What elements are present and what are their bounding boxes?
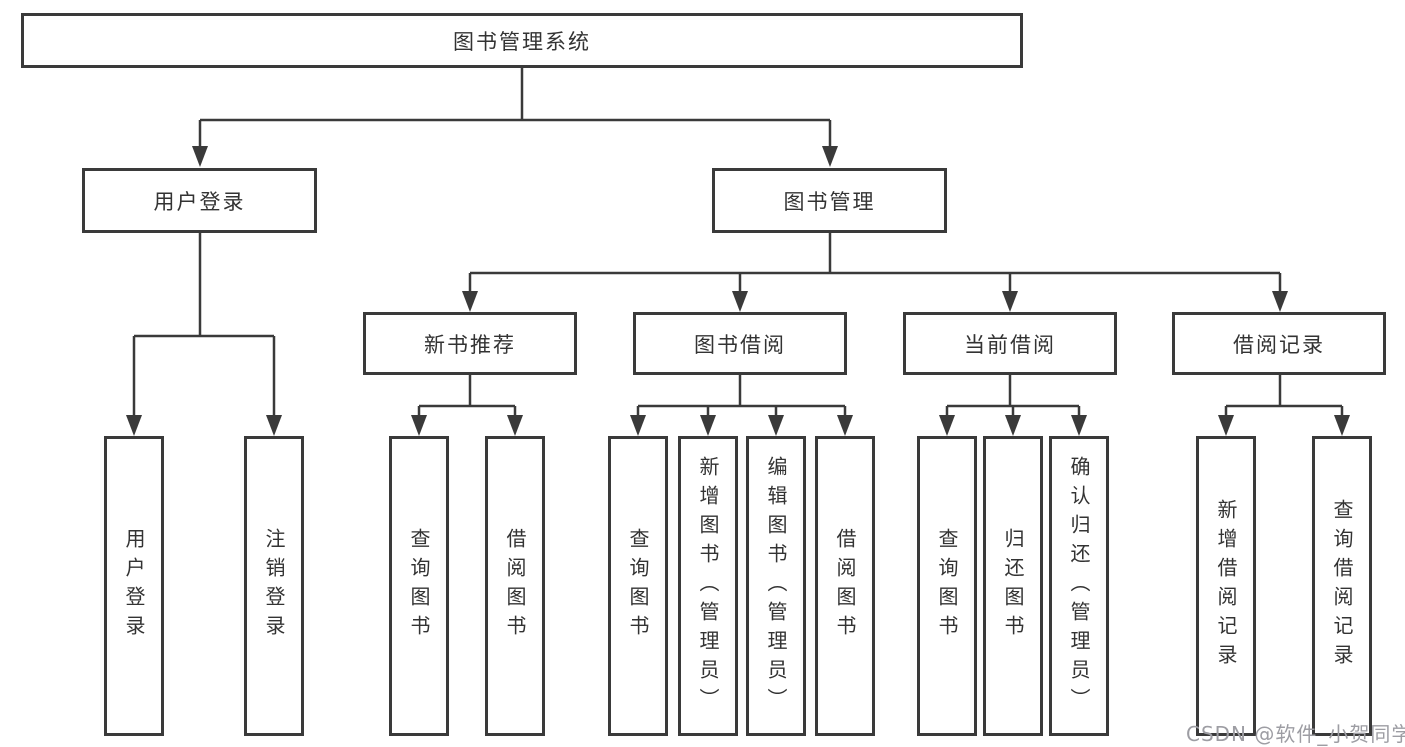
leaf-label: 注销登录 bbox=[262, 528, 286, 644]
node-user-login: 用户登录 bbox=[82, 168, 317, 233]
csdn-watermark: CSDN @软件_小贺同学 bbox=[1186, 722, 1405, 746]
connector-book-borrowing-to-leaves bbox=[630, 375, 853, 436]
leaf-edit-books-admin: 编辑图书（管理员） bbox=[746, 436, 806, 736]
leaf-label: 用户登录 bbox=[122, 528, 146, 644]
leaf-query-books: 查询图书 bbox=[608, 436, 668, 736]
node-borrowing-records: 借阅记录 bbox=[1172, 312, 1386, 375]
connector-new-book-to-leaves bbox=[411, 375, 523, 436]
connector-user-login-to-leaves bbox=[126, 233, 282, 436]
leaf-borrow-books: 借阅图书 bbox=[815, 436, 875, 736]
leaf-label: 归还图书 bbox=[1001, 528, 1025, 644]
arrowhead-icon bbox=[837, 415, 853, 436]
leaf-user-login: 用户登录 bbox=[104, 436, 164, 736]
arrowhead-icon bbox=[462, 291, 478, 312]
arrowhead-icon bbox=[1002, 291, 1018, 312]
arrowhead-icon bbox=[507, 415, 523, 436]
node-library-management-system: 图书管理系统 bbox=[21, 13, 1023, 68]
node-label: 图书借阅 bbox=[694, 332, 786, 357]
leaf-label: 借阅图书 bbox=[503, 528, 527, 644]
connector-root-to-level2 bbox=[192, 68, 838, 167]
leaf-add-books-admin: 新增图书（管理员） bbox=[678, 436, 738, 736]
arrowhead-icon bbox=[1005, 415, 1021, 436]
node-book-management: 图书管理 bbox=[712, 168, 947, 233]
leaf-label: 新增图书（管理员） bbox=[696, 455, 720, 717]
leaf-label: 借阅图书 bbox=[833, 528, 857, 644]
leaf-confirm-return-admin: 确认归还（管理员） bbox=[1049, 436, 1109, 736]
node-current-borrowing: 当前借阅 bbox=[903, 312, 1117, 375]
connector-borrow-records-to-leaves bbox=[1218, 375, 1350, 436]
arrowhead-icon bbox=[822, 146, 838, 167]
arrowhead-icon bbox=[1071, 415, 1087, 436]
connector-current-borrowing-to-leaves bbox=[939, 375, 1087, 436]
leaf-label: 编辑图书（管理员） bbox=[764, 455, 788, 717]
arrowhead-icon bbox=[939, 415, 955, 436]
node-label: 图书管理系统 bbox=[453, 29, 591, 54]
arrowhead-icon bbox=[126, 415, 142, 436]
arrowhead-icon bbox=[768, 415, 784, 436]
arrowhead-icon bbox=[1272, 291, 1288, 312]
leaf-label: 新增借阅记录 bbox=[1214, 499, 1238, 673]
leaf-add-borrow-record: 新增借阅记录 bbox=[1196, 436, 1256, 736]
arrowhead-icon bbox=[700, 415, 716, 436]
leaf-query-books: 查询图书 bbox=[917, 436, 977, 736]
node-label: 用户登录 bbox=[153, 189, 246, 214]
leaf-label: 查询图书 bbox=[935, 528, 959, 644]
leaf-query-books: 查询图书 bbox=[389, 436, 449, 736]
arrowhead-icon bbox=[411, 415, 427, 436]
arrowhead-icon bbox=[266, 415, 282, 436]
leaf-label: 查询借阅记录 bbox=[1330, 499, 1354, 673]
leaf-label: 查询图书 bbox=[407, 528, 431, 644]
arrowhead-icon bbox=[732, 291, 748, 312]
leaf-label: 确认归还（管理员） bbox=[1067, 455, 1091, 717]
node-new-book-recommendation: 新书推荐 bbox=[363, 312, 577, 375]
leaf-return-books: 归还图书 bbox=[983, 436, 1043, 736]
arrowhead-icon bbox=[630, 415, 646, 436]
node-label: 图书管理 bbox=[783, 189, 876, 214]
leaf-label: 查询图书 bbox=[626, 528, 650, 644]
leaf-borrow-books: 借阅图书 bbox=[485, 436, 545, 736]
node-book-borrowing: 图书借阅 bbox=[633, 312, 847, 375]
leaf-query-borrow-record: 查询借阅记录 bbox=[1312, 436, 1372, 736]
arrowhead-icon bbox=[1334, 415, 1350, 436]
node-label: 新书推荐 bbox=[424, 332, 516, 357]
node-label: 当前借阅 bbox=[964, 332, 1056, 357]
arrowhead-icon bbox=[1218, 415, 1234, 436]
arrowhead-icon bbox=[192, 146, 208, 167]
leaf-logout: 注销登录 bbox=[244, 436, 304, 736]
node-label: 借阅记录 bbox=[1233, 332, 1325, 357]
connector-book-management-to-level3 bbox=[462, 233, 1288, 312]
